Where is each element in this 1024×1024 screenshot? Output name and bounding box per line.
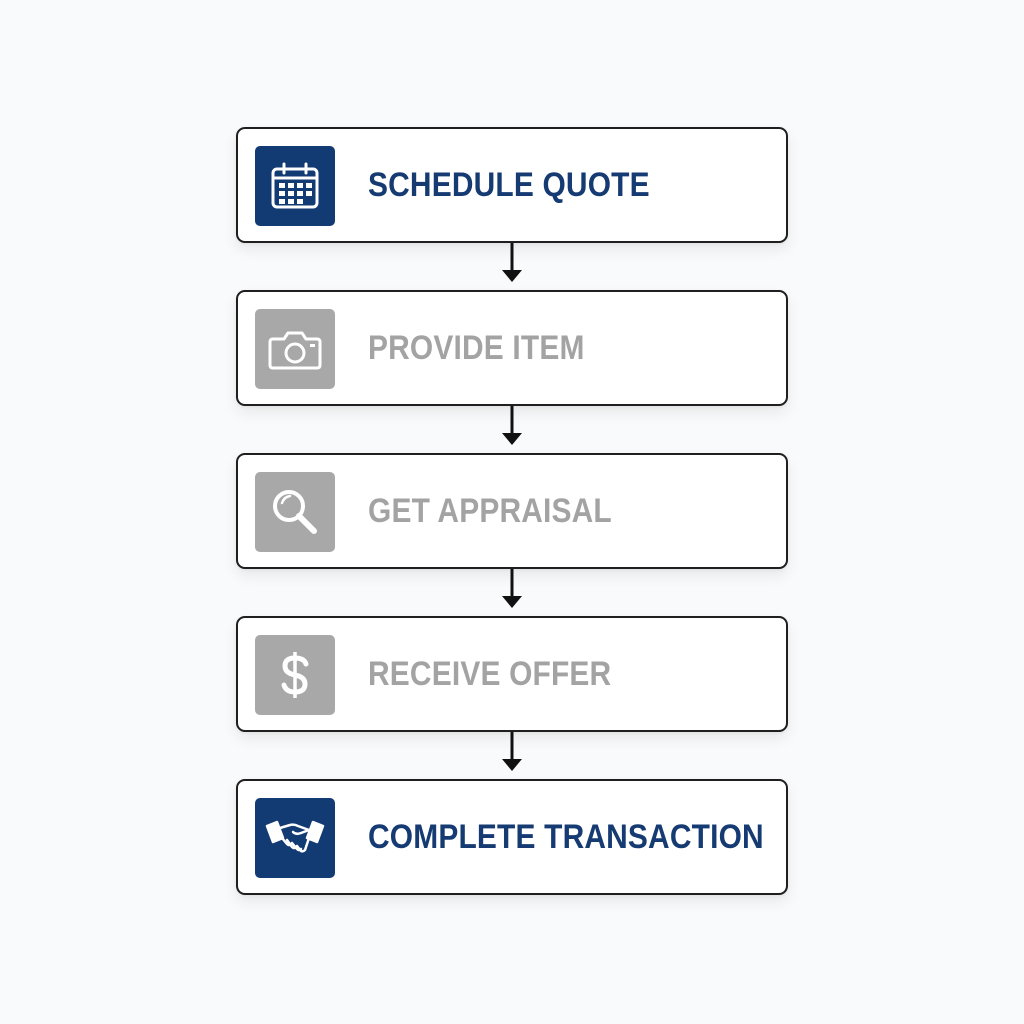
step-label: GET APPRAISAL xyxy=(368,492,612,530)
step-label: RECEIVE OFFER xyxy=(368,655,612,693)
connector-arrow xyxy=(236,569,788,616)
step-label: PROVIDE ITEM xyxy=(368,329,585,367)
connector-arrow xyxy=(236,406,788,453)
magnifier-icon xyxy=(255,472,335,552)
step-label: SCHEDULE QUOTE xyxy=(368,166,650,204)
step-receive-offer: RECEIVE OFFER xyxy=(236,616,788,732)
step-schedule-quote: SCHEDULE QUOTE xyxy=(236,127,788,243)
dollar-icon xyxy=(255,635,335,715)
calendar-icon xyxy=(255,146,335,226)
step-label: COMPLETE TRANSACTION xyxy=(368,818,764,856)
handshake-icon xyxy=(255,798,335,878)
step-provide-item: PROVIDE ITEM xyxy=(236,290,788,406)
step-get-appraisal: GET APPRAISAL xyxy=(236,453,788,569)
connector-arrow xyxy=(236,243,788,290)
camera-icon xyxy=(255,309,335,389)
connector-arrow xyxy=(236,732,788,779)
step-complete-transaction: COMPLETE TRANSACTION xyxy=(236,779,788,895)
process-flow: SCHEDULE QUOTE PROVIDE ITEM xyxy=(236,127,788,895)
